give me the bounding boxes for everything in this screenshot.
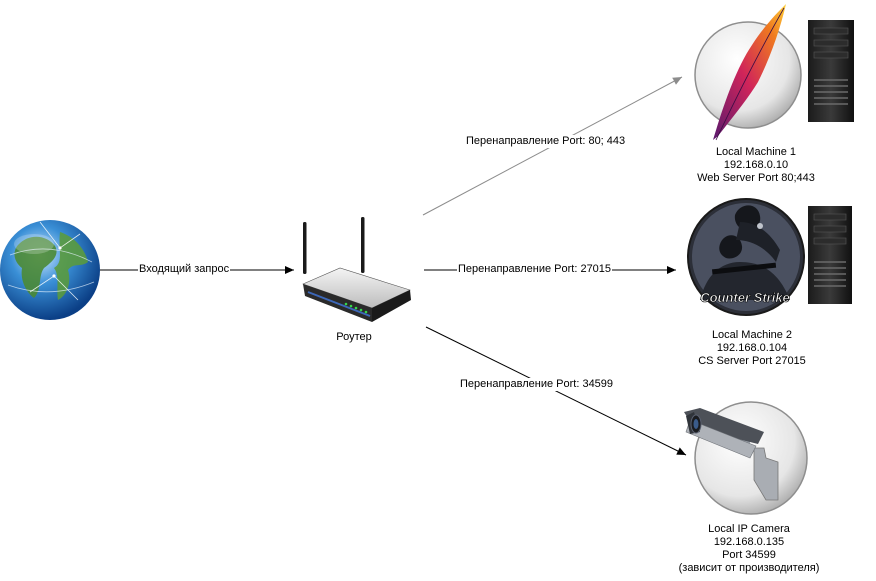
- machine1-service: Web Server Port 80;443: [697, 172, 815, 184]
- globe-icon: [0, 220, 100, 320]
- counter-strike-logo: Counter Strike: [700, 290, 790, 305]
- apache-server-icon: [694, 4, 854, 141]
- wifi-router-icon: [302, 217, 411, 322]
- camera-label: Local IP Camera 192.168.0.135 Port 34599…: [664, 523, 834, 575]
- camera-ip: 192.168.0.135: [713, 536, 785, 548]
- incoming-request-label: Входящий запрос: [138, 263, 231, 276]
- camera-name: Local IP Camera: [708, 523, 790, 535]
- redirect-label-machine1: Перенаправление Port: 80; 443: [465, 135, 627, 148]
- machine1-label: Local Machine 1 192.168.0.10 Web Server …: [676, 146, 836, 185]
- camera-vendor-note: (зависит от производителя): [678, 562, 820, 574]
- camera-port: Port 34599: [722, 549, 776, 561]
- machine2-service: CS Server Port 27015: [698, 355, 806, 367]
- counter-strike-server-icon: [687, 198, 852, 316]
- machine2-label: Local Machine 2 192.168.0.104 CS Server …: [672, 329, 832, 368]
- machine1-ip: 192.168.0.10: [723, 159, 789, 171]
- ip-camera-icon: [684, 401, 808, 515]
- router-label: Роутер: [336, 331, 372, 343]
- machine2-ip: 192.168.0.104: [716, 342, 788, 354]
- machine2-name: Local Machine 2: [711, 329, 793, 341]
- redirect-label-machine2: Перенаправление Port: 27015: [457, 263, 613, 276]
- machine1-name: Local Machine 1: [715, 146, 797, 158]
- arrow-to-camera: [425, 326, 687, 456]
- redirect-label-camera: Перенаправление Port: 34599: [459, 378, 615, 391]
